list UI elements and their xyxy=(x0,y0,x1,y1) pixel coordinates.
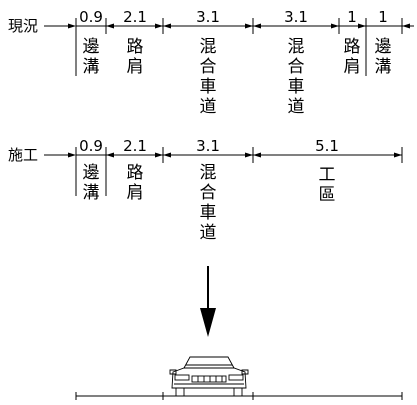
dim-value: 5.1 xyxy=(315,137,339,155)
segment-label-char: 道 xyxy=(200,223,217,243)
segment-label-char: 混 xyxy=(288,37,305,57)
dim-value: 1 xyxy=(378,8,388,26)
segment-label-char: 肩 xyxy=(344,57,361,77)
car-front-icon xyxy=(169,356,249,397)
row-construction: 施工 0.9 2.1 3.1 5.1 邊 溝 路 xyxy=(8,137,403,243)
segment-label-char: 車 xyxy=(288,77,305,97)
segment-label-char: 車 xyxy=(200,77,217,97)
segment-label-char: 肩 xyxy=(127,183,144,203)
segment-label-char: 邊 xyxy=(375,37,392,57)
segment-label-char: 路 xyxy=(127,163,144,183)
segment-label-char: 溝 xyxy=(375,57,392,77)
down-arrow-icon xyxy=(200,266,216,337)
segment-label-char: 邊 xyxy=(83,37,100,57)
dim-value: 3.1 xyxy=(196,137,220,155)
segment-label-char: 溝 xyxy=(83,57,100,77)
segment-label-char: 邊 xyxy=(83,163,100,183)
row-label-construction: 施工 xyxy=(8,146,38,164)
dim-value: 0.9 xyxy=(79,8,103,26)
segment-label-char: 路 xyxy=(127,37,144,57)
segment-label-char: 路 xyxy=(344,37,361,57)
dim-value: 3.1 xyxy=(196,8,220,26)
segment-label-char: 肩 xyxy=(127,57,144,77)
dim-value: 3.1 xyxy=(284,8,308,26)
segment-label-char: 合 xyxy=(200,57,217,77)
row-existing: 現況 0.9 2.1 3. xyxy=(8,8,414,117)
ground-line xyxy=(75,392,403,400)
dim-value: 2.1 xyxy=(123,8,147,26)
dim-value: 2.1 xyxy=(123,137,147,155)
segment-label-char: 混 xyxy=(200,163,217,183)
segment-label-char: 道 xyxy=(200,97,217,117)
dim-value: 0.9 xyxy=(79,137,103,155)
segment-label-char: 道 xyxy=(288,97,305,117)
segment-label-char: 合 xyxy=(200,183,217,203)
segment-label-char: 車 xyxy=(200,203,217,223)
segment-label-char: 區 xyxy=(319,185,336,205)
segment-label-char: 工 xyxy=(319,165,336,185)
dim-value: 1 xyxy=(347,8,357,26)
row-label-existing: 現況 xyxy=(8,17,38,35)
segment-label-char: 溝 xyxy=(83,183,100,203)
segment-label-char: 混 xyxy=(200,37,217,57)
segment-label-char: 合 xyxy=(288,57,305,77)
